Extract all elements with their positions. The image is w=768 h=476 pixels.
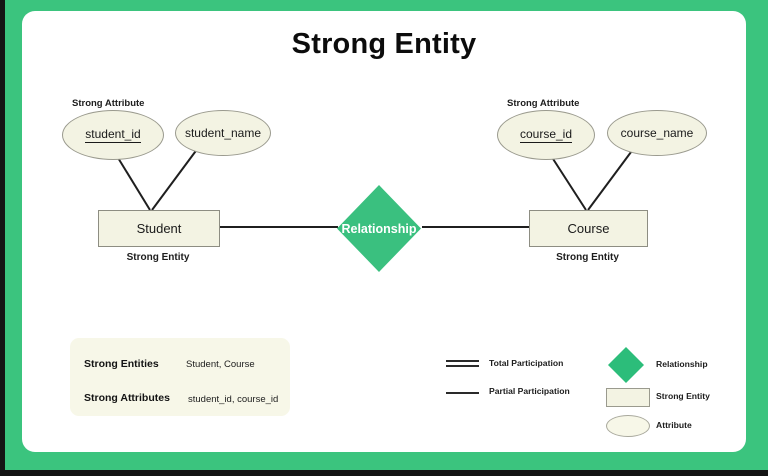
attribute-label-student-id: student_id [85,127,141,143]
legend-shape-diamond [608,347,644,383]
entity-box-student[interactable]: Student [98,210,220,247]
attribute-label-course-name: course_name [620,126,694,140]
attribute-ellipse-course-name[interactable]: course_name [607,110,707,156]
summary-value-strong-entities: Student, Course [186,359,255,370]
legend-label-partial-participation: Partial Participation [489,386,570,396]
diagram-card: Strong Entity Strong Attribute student_i… [22,11,746,452]
attribute-ellipse-student-name[interactable]: student_name [175,110,271,156]
legend-label-relationship: Relationship [656,359,708,369]
legend-label-attribute: Attribute [656,420,692,430]
legend-total-participation-line-bottom [446,365,479,367]
legend-total-participation-line-top [446,360,479,362]
entity-box-course[interactable]: Course [529,210,648,247]
legend-shape-ellipse [606,415,650,437]
legend-label-strong-entity: Strong Entity [656,391,710,401]
attribute-ellipse-course-id[interactable]: course_id [497,110,595,160]
summary-label-strong-attributes: Strong Attributes [84,392,170,404]
legend-label-total-participation: Total Participation [489,358,564,368]
entity-caption-student: Strong Entity [126,252,190,263]
relationship-diamond[interactable]: Relationship [337,185,421,272]
left-strong-attribute-caption: Strong Attribute [72,98,145,109]
entity-label-student: Student [136,221,182,236]
summary-panel: Strong Entities Student, Course Strong A… [70,338,290,416]
page-title: Strong Entity [291,28,477,60]
legend-partial-participation-line [446,392,479,394]
bottom-edge-strip [0,470,768,476]
left-edge-strip [0,0,5,476]
attribute-label-student-name: student_name [184,126,262,140]
attribute-label-course-id: course_id [519,127,573,143]
legend-shape-rectangle [606,388,650,407]
entity-label-course: Course [567,221,610,236]
relationship-label: Relationship [341,221,417,236]
entity-caption-course: Strong Entity [556,252,619,263]
attribute-ellipse-student-id[interactable]: student_id [62,110,164,160]
summary-label-strong-entities: Strong Entities [84,358,159,370]
right-strong-attribute-caption: Strong Attribute [507,98,580,109]
summary-value-strong-attributes: student_id, course_id [188,394,279,405]
